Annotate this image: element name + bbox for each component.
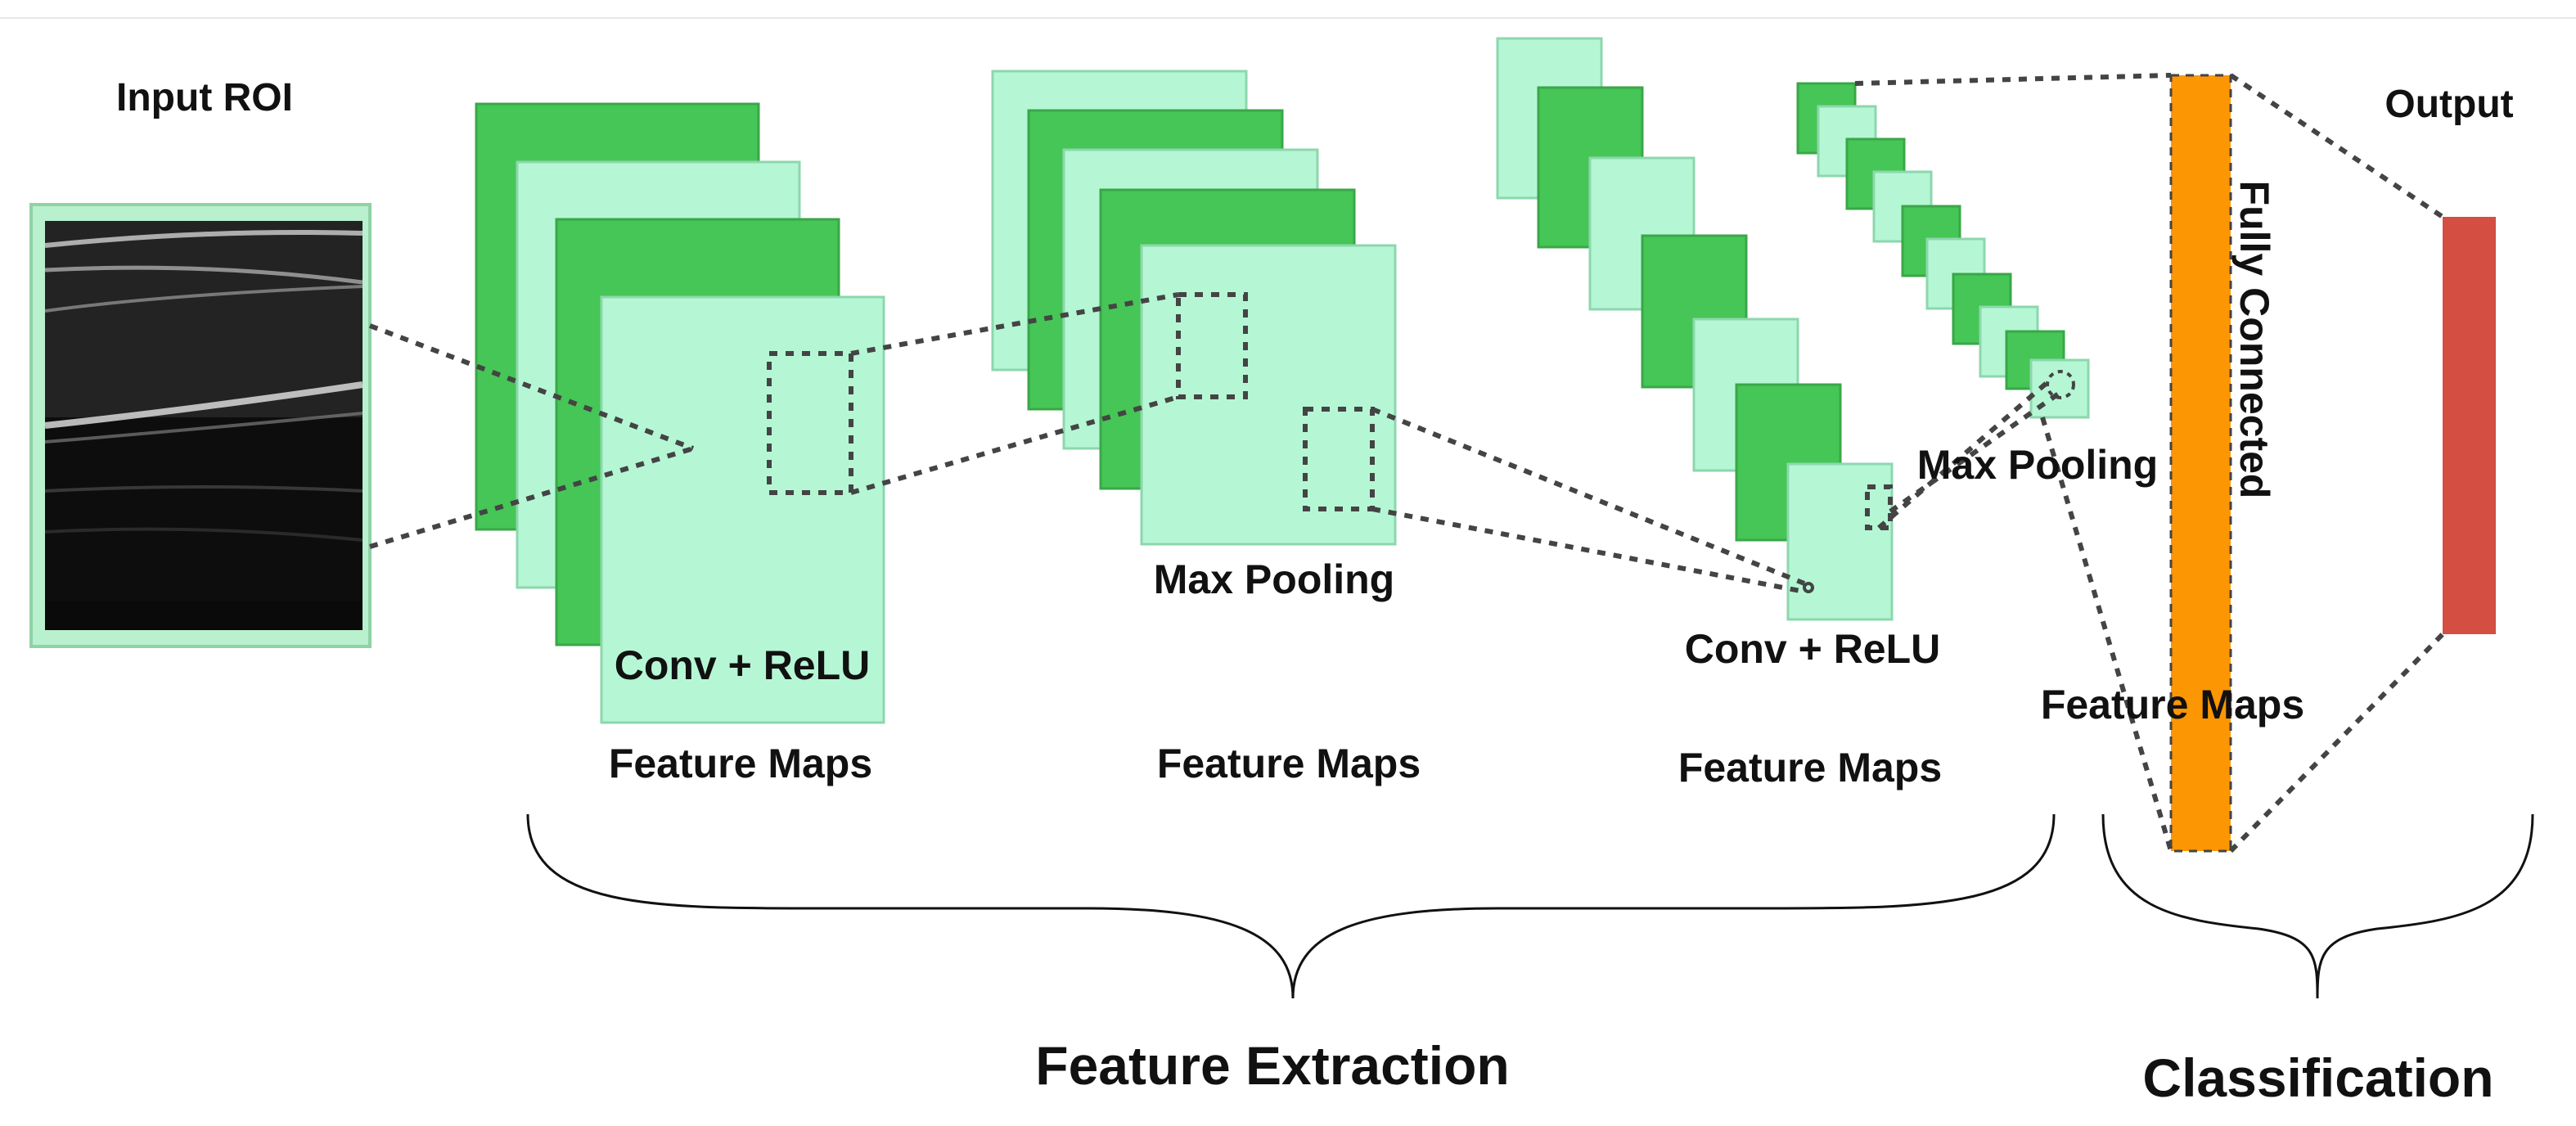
receptive-field-box	[1303, 407, 1375, 511]
pooling-window-box	[1176, 292, 1248, 399]
feature-maps-stack-2	[991, 70, 1397, 546]
conv-relu-1-label: Conv + ReLU	[615, 642, 871, 688]
receptive-field-box	[767, 351, 853, 495]
feature-map	[600, 295, 885, 724]
focus-point	[1803, 582, 1814, 593]
input-roi-label: Input ROI	[116, 76, 293, 119]
feature-maps-stack-3	[1496, 37, 1894, 621]
feature-map	[1786, 462, 1894, 621]
feature-maps-3-label: Feature Maps	[1678, 745, 1942, 790]
connector-lines	[368, 73, 2445, 854]
output-layer	[2443, 217, 2496, 634]
feature-maps-stack-1	[475, 102, 885, 724]
classification-brace	[2101, 813, 2534, 999]
feature-maps-1-label: Feature Maps	[609, 741, 872, 786]
max-pooling-1-label: Max Pooling	[1154, 556, 1394, 602]
fully-connected-layer	[2169, 74, 2232, 853]
feature-extraction-brace	[526, 813, 2056, 999]
pooling-window-box	[2046, 370, 2075, 399]
feature-extraction-label: Feature Extraction	[1035, 1035, 1510, 1096]
output-label: Output	[2385, 83, 2513, 126]
max-pooling-2-label: Max Pooling	[1917, 442, 2158, 488]
fully-connected-label: Fully Connected	[2231, 181, 2277, 499]
feature-maps-stack-4	[1796, 82, 2090, 419]
feature-maps-4-label: Feature Maps	[2041, 682, 2304, 727]
feature-maps-2-label: Feature Maps	[1157, 741, 1421, 786]
classification-label: Classification	[2142, 1047, 2493, 1108]
input-roi-image	[29, 203, 372, 648]
conv-relu-2-label: Conv + ReLU	[1685, 626, 1941, 672]
